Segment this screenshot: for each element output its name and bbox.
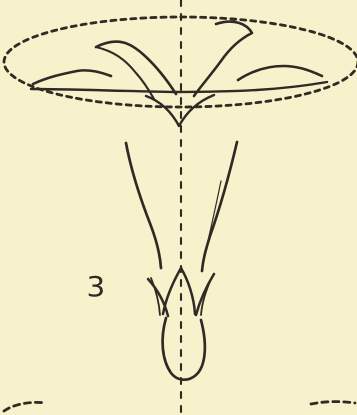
figure-number-label: 3 (87, 273, 106, 301)
ovary-bulb (163, 318, 205, 380)
tube-shade-line (205, 181, 221, 253)
tube-left-edge (126, 143, 161, 268)
petal-left-outer (33, 70, 111, 84)
corolla-rim (31, 82, 327, 92)
lower-left-dashed-arc (4, 402, 46, 411)
petal-right-outer (238, 66, 322, 80)
calyx-left-inner (151, 278, 160, 315)
tube-right-edge (202, 142, 237, 271)
petal-right-inner (194, 22, 252, 96)
calyx-center-right (181, 268, 195, 314)
petal-left-inner (96, 42, 176, 94)
lower-right-dashed-arc (311, 402, 355, 404)
